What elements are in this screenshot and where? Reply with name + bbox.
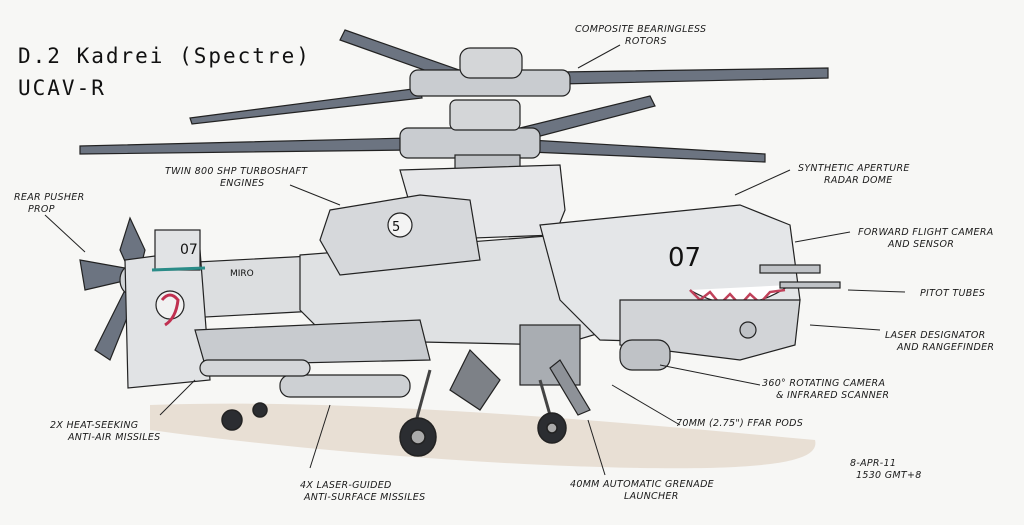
nacelle-number: 5 [392, 220, 400, 235]
upper-rotor [189, 29, 829, 125]
tail-number: 07 [180, 242, 198, 258]
annotation-rotating: 360° Rotating Camera& Infrared Scanner [762, 378, 890, 401]
design-subtitle: UCAV-R [18, 76, 106, 100]
weapons-pylon [194, 319, 671, 416]
annotation-pusher: Rear PusherProp [14, 192, 85, 215]
annotation-grenade: 40mm Automatic GrenadeLauncher [570, 479, 714, 502]
annotation-surface: 4x Laser-GuidedAnti-Surface Missiles [300, 480, 426, 503]
annotation-engines: Twin 800 shp TurboshaftEngines [165, 166, 308, 189]
annotation-laser: Laser Designatorand Rangefinder [885, 330, 995, 353]
annotation-radar: Synthetic ApertureRadar Dome [798, 163, 910, 186]
annotation-ffar: 70mm (2.75") FFAR Pods [676, 418, 804, 429]
ground-shadow [150, 403, 816, 469]
design-title: D.2 Kadrei (Spectre) [18, 44, 311, 68]
fuselage [299, 164, 841, 361]
landing-gear [221, 369, 567, 457]
annotation-camera: Forward Flight Cameraand Sensor [858, 227, 994, 250]
annotation-rotors: Composite BearinglessRotors [575, 24, 707, 47]
leader-lines [44, 44, 906, 476]
annotation-air: 2x Heat-SeekingAnti-Air Missiles [50, 420, 161, 443]
aircraft-name: MIRO [230, 269, 254, 279]
tail-section [124, 229, 336, 389]
lower-rotor [79, 95, 766, 176]
nose-number: 07 [668, 243, 701, 273]
annotation-pitot: Pitot Tubes [920, 288, 986, 299]
